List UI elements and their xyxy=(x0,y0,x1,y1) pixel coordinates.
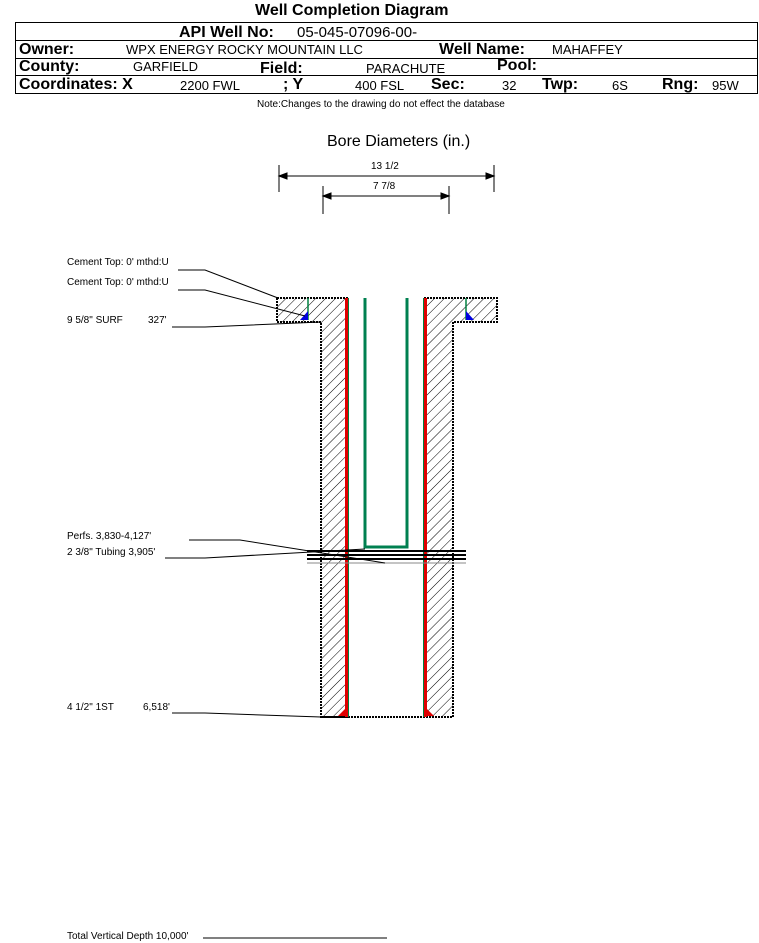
cement-top-label-1: Cement Top: 0' mthd:U xyxy=(67,257,169,268)
prod-depth-label: 6,518' xyxy=(143,702,170,713)
bore-outer-label: 13 1/2 xyxy=(371,161,399,172)
divider xyxy=(15,75,758,76)
shoe-left xyxy=(338,706,348,716)
bore-dimension-lines xyxy=(277,165,496,214)
county-value: GARFIELD xyxy=(133,59,199,74)
cement-top-label-2: Cement Top: 0' mthd:U xyxy=(67,277,169,288)
diagram-title: Well Completion Diagram xyxy=(255,2,449,19)
tubing xyxy=(363,298,409,549)
field-value: PARACHUTE xyxy=(366,61,446,76)
prod-casing-left xyxy=(345,298,348,717)
sec-label: Sec: xyxy=(431,76,465,93)
sec-value: 32 xyxy=(502,78,517,93)
pool-label: Pool: xyxy=(497,57,537,74)
surf-depth-label: 327' xyxy=(148,315,167,326)
tvd-label: Total Vertical Depth 10,000' xyxy=(67,931,189,942)
field-label: Field: xyxy=(260,60,303,77)
perfs-label: Perfs. 3,830-4,127' xyxy=(67,531,152,542)
cement-left xyxy=(276,297,349,718)
cement-top-marker-right xyxy=(466,311,474,320)
coord-y-label: ; Y xyxy=(283,76,304,93)
prod-casing-label: 4 1/2" 1ST xyxy=(67,702,114,713)
twp-label: Twp: xyxy=(542,76,579,93)
county-label: County: xyxy=(19,58,80,75)
shoe-right xyxy=(424,706,434,716)
surf-casing-label: 9 5/8" SURF xyxy=(67,315,123,326)
note: Note:Changes to the drawing do not effec… xyxy=(257,99,505,110)
twp-value: 6S xyxy=(612,78,628,93)
coord-y-value: 400 FSL xyxy=(355,78,405,93)
coord-x-label: Coordinates: X xyxy=(19,76,133,93)
coord-x-value: 2200 FWL xyxy=(180,78,240,93)
rng-value: 95W xyxy=(712,78,739,93)
api-label: API Well No: xyxy=(179,24,274,41)
bore-title: Bore Diameters (in.) xyxy=(327,133,471,150)
api-value: 05-045-07096-00- xyxy=(297,24,418,41)
cement-right xyxy=(423,297,498,718)
well-name-label: Well Name: xyxy=(439,41,525,58)
owner-label: Owner: xyxy=(19,41,75,58)
tubing-label: 2 3/8" Tubing 3,905' xyxy=(67,547,156,558)
divider xyxy=(15,40,758,41)
leader-lines xyxy=(165,269,387,939)
owner-value: WPX ENERGY ROCKY MOUNTAIN LLC xyxy=(126,42,363,57)
divider xyxy=(15,58,758,59)
rng-label: Rng: xyxy=(662,76,699,93)
prod-casing-right xyxy=(424,298,427,717)
bore-inner-label: 7 7/8 xyxy=(373,181,396,192)
well-name-value: MAHAFFEY xyxy=(552,42,623,57)
